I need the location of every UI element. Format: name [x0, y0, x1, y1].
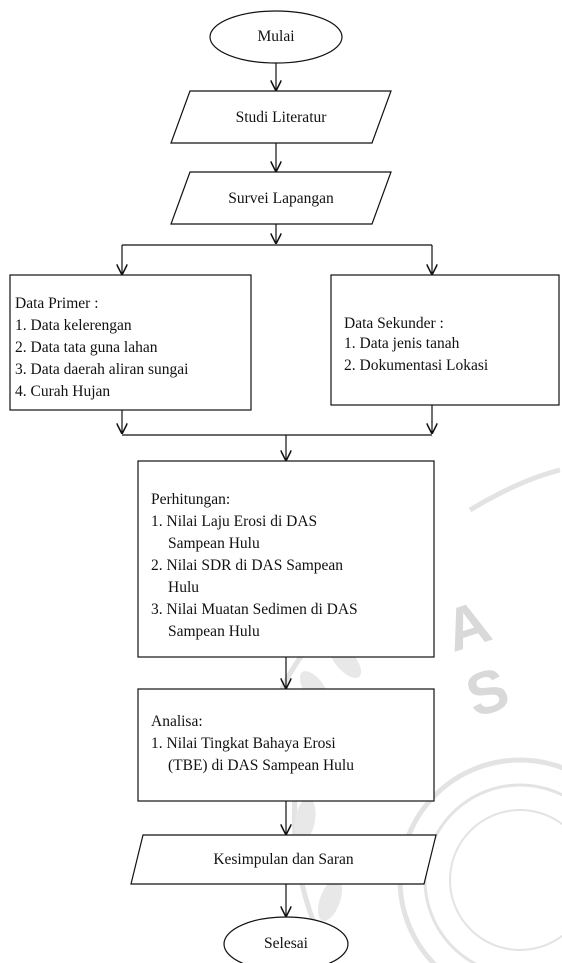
analysis-title: Analisa: [151, 713, 203, 730]
primary-data-box [9, 274, 252, 411]
calculation-line: 1. Nilai Laju Erosi di DAS [151, 513, 318, 530]
calculation-line: Hulu [168, 579, 199, 596]
analysis-line: 1. Nilai Tingkat Bahaya Erosi [151, 735, 336, 752]
end-label: Selesai [264, 935, 308, 952]
conclusion-box [130, 834, 437, 885]
field-survey-label: Survei Lapangan [228, 190, 334, 207]
primary-data-item: 4. Curah Hujan [15, 383, 111, 400]
calculation-box [137, 460, 435, 658]
primary-data-item: 1. Data kelerengan [15, 317, 132, 334]
literature-study-label: Studi Literatur [235, 109, 327, 126]
field-survey-box [170, 171, 392, 225]
secondary-data-item: 1. Data jenis tanah [344, 335, 460, 352]
primary-data-item: 2. Data tata guna lahan [15, 339, 158, 356]
secondary-data-item: 2. Dokumentasi Lokasi [344, 357, 489, 374]
calculation-line: 3. Nilai Muatan Sedimen di DAS [151, 601, 358, 618]
secondary-data-box [330, 274, 560, 406]
calculation-line: Sampean Hulu [168, 623, 260, 640]
literature-study-box [170, 90, 392, 144]
calculation-line: 2. Nilai SDR di DAS Sampean [151, 557, 344, 574]
conclusion-label: Kesimpulan dan Saran [213, 851, 354, 868]
secondary-data-title: Data Sekunder : [344, 315, 444, 332]
start-label: Mulai [257, 28, 295, 45]
calculation-line: Sampean Hulu [168, 535, 260, 552]
primary-data-title: Data Primer : [15, 295, 99, 312]
analysis-box [137, 688, 435, 802]
calculation-title: Perhitungan: [151, 491, 231, 508]
primary-data-item: 3. Data daerah aliran sungai [15, 361, 189, 378]
analysis-line: (TBE) di DAS Sampean Hulu [168, 757, 354, 774]
